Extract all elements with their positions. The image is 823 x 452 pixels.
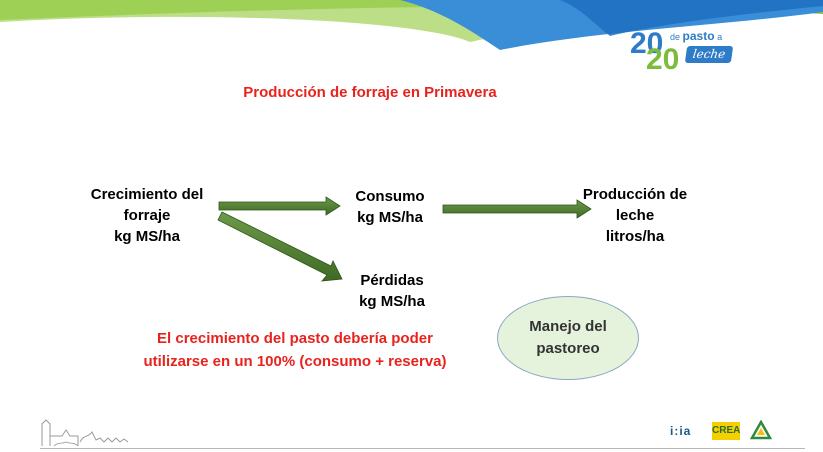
note-utilizacion: El crecimiento del pasto debería poder u…: [143, 330, 447, 370]
ellipse-manejo-pastoreo: Manejo del pastoreo: [497, 296, 639, 380]
node-consumo: Consumo kg MS/ha: [355, 188, 425, 226]
slide-title: Producción de forraje en Primavera: [243, 84, 497, 101]
logo-de-pasto: de pasto a: [670, 29, 723, 43]
node-perdidas: Pérdidas kg MS/ha: [359, 272, 425, 310]
arrow-crecimiento-to-perdidas: [217, 211, 343, 282]
logo-digits-bottom: 20: [646, 43, 680, 76]
node-produccion-leche: Producción de leche litros/ha: [582, 186, 688, 245]
logo-leche: leche: [684, 46, 734, 63]
farm-sketch-logo: [41, 419, 129, 447]
logo-2020-de-pasto-a-leche: 20 20 de pasto a leche: [626, 25, 734, 76]
crea-logo: CREA: [712, 422, 740, 440]
footer-divider: [40, 448, 805, 449]
partner-logos: i:ia CREA: [670, 418, 780, 448]
arrow-crecimiento-to-consumo: [218, 196, 341, 216]
logo-digits-top: 20: [630, 27, 664, 60]
inia-logo: i:ia: [670, 424, 692, 438]
node-crecimiento-forraje: Crecimiento del forraje kg MS/ha: [90, 186, 204, 245]
header-band: [0, 0, 823, 50]
triangle-logo-icon: [750, 420, 772, 440]
